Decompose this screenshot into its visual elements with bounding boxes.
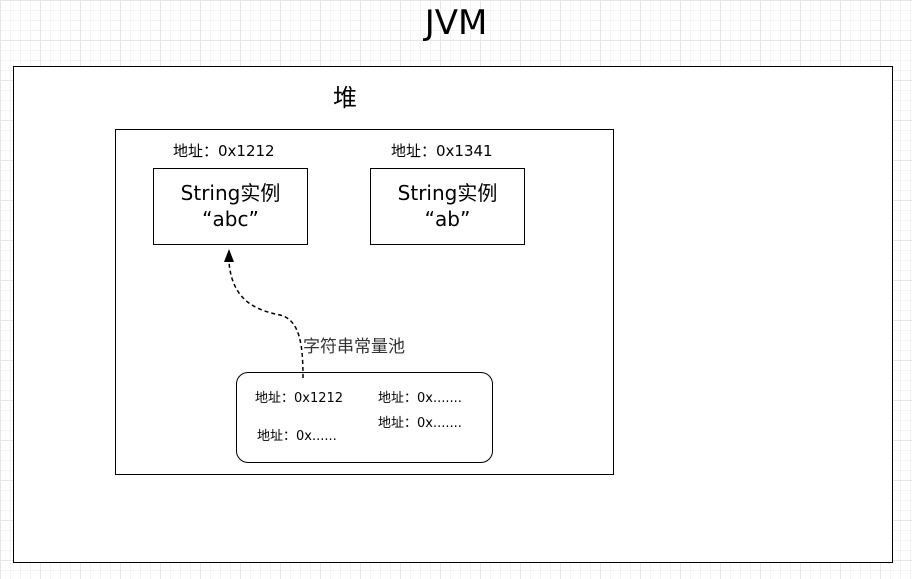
- pool-entry: 地址：0x1212: [255, 391, 344, 406]
- heap-label: 堆: [333, 84, 357, 112]
- string-pool-label: 字符串常量池: [303, 337, 405, 357]
- string-instance-ab: String实例 “ab”: [370, 168, 525, 245]
- jvm-container: [13, 66, 893, 563]
- pool-entry: 地址：0x.......: [378, 416, 462, 431]
- instance-address-abc: 地址：0x1212: [173, 142, 275, 160]
- instance-value-label: “abc”: [202, 207, 259, 231]
- heap-container: [115, 129, 614, 475]
- instance-type-label: String实例: [397, 181, 498, 205]
- instance-type-label: String实例: [180, 181, 281, 205]
- string-instance-abc: String实例 “abc”: [153, 168, 308, 245]
- instance-address-ab: 地址：0x1341: [391, 142, 493, 160]
- diagram-title: JVM: [424, 3, 488, 43]
- pool-entry: 地址：0x.......: [378, 391, 462, 406]
- pool-entry: 地址：0x......: [257, 429, 337, 444]
- string-pool-container: [236, 372, 493, 463]
- instance-value-label: “ab”: [424, 207, 471, 231]
